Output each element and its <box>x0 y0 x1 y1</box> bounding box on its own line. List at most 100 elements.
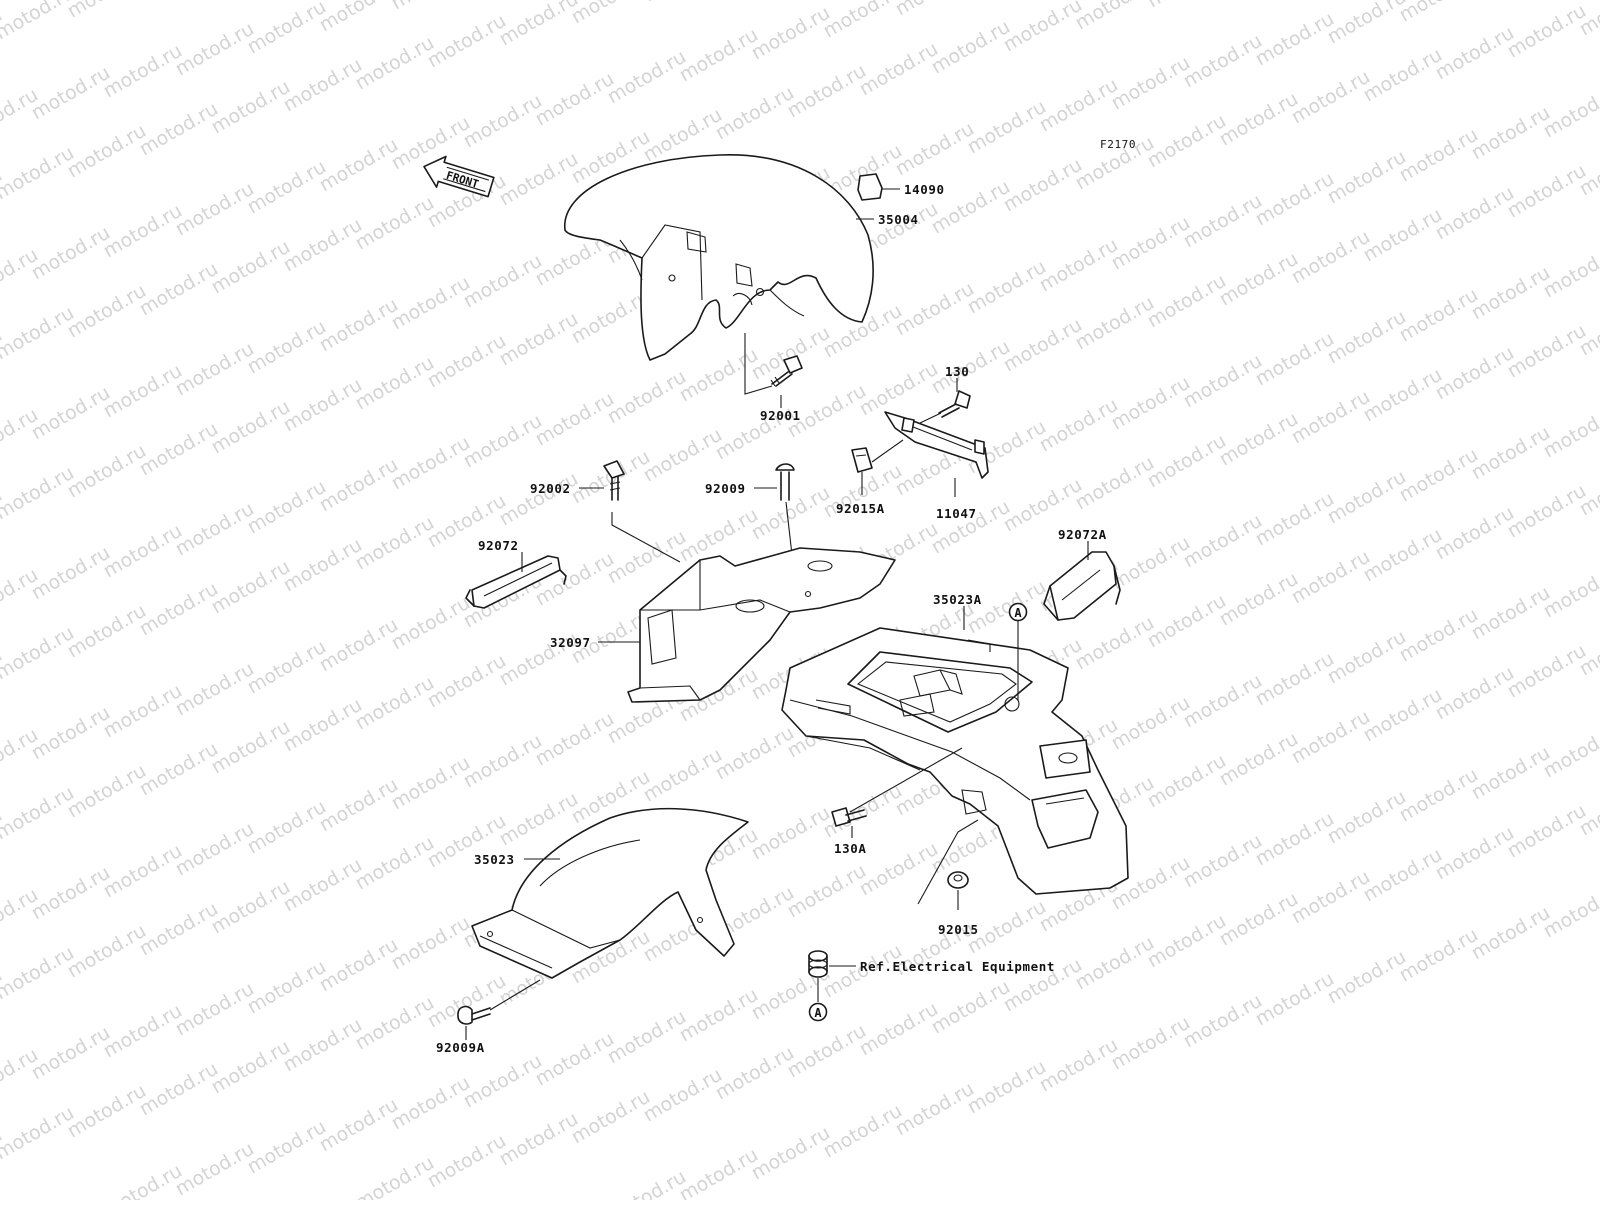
watermark-text: motod.ru <box>280 374 366 437</box>
watermark-text: motod.ru <box>496 308 582 371</box>
watermark-text: motod.ru <box>604 1006 690 1069</box>
watermark-text: motod.ru <box>352 192 438 255</box>
watermark-text: motod.ru <box>1036 234 1122 297</box>
watermark-text: motod.ru <box>316 0 402 36</box>
watermark-text: motod.ru <box>1252 488 1338 551</box>
watermark-text: motod.ru <box>316 774 402 837</box>
watermark-text: motod.ru <box>1144 270 1230 333</box>
part-label-92072A: 92072A <box>1058 527 1107 542</box>
watermark-text: motod.ru <box>928 336 1014 399</box>
part-14090-emblem <box>858 174 882 200</box>
watermark-text: motod.ru <box>1216 568 1302 631</box>
watermark-text: motod.ru <box>1540 80 1600 143</box>
watermark-text: motod.ru <box>316 294 402 357</box>
part-label-11047: 11047 <box>936 506 977 521</box>
watermark-text: motod.ru <box>1072 612 1158 675</box>
watermark-text: motod.ru <box>568 0 654 28</box>
watermark-text: motod.ru <box>1504 800 1590 863</box>
watermark-text: motod.ru <box>964 576 1050 639</box>
watermark-text: motod.ru <box>1180 510 1266 573</box>
watermark-text: motod.ru <box>1180 830 1266 893</box>
watermark-text: motod.ru <box>388 1072 474 1135</box>
watermark-text: motod.ru <box>316 934 402 997</box>
part-92072A-rubber-strap <box>1044 552 1120 620</box>
watermark-text: motod.ru <box>1036 74 1122 137</box>
watermark-text: motod.ru <box>1144 910 1230 973</box>
watermark-text: motod.ru <box>136 98 222 161</box>
leader-130-b <box>920 413 941 423</box>
watermark-text: motod.ru <box>1504 0 1590 62</box>
watermark-text: motod.ru <box>496 468 582 531</box>
watermark-text: motod.ru <box>136 738 222 801</box>
watermark-text: motod.ru <box>424 330 510 393</box>
leader-92015A-b <box>872 440 903 462</box>
watermark-text: motod.ru <box>1252 328 1338 391</box>
watermark-text: motod.ru <box>1324 306 1410 369</box>
watermark-text: motod.ru <box>136 578 222 641</box>
watermark-text: motod.ru <box>244 956 330 1019</box>
watermark-text: motod.ru <box>316 454 402 517</box>
watermark-text: motod.ru <box>1540 720 1600 783</box>
watermark-text: motod.ru <box>640 424 726 487</box>
watermark-text: motod.ru <box>496 1108 582 1171</box>
watermark-text: motod.ru <box>460 1050 546 1113</box>
watermark-text: motod.ru <box>280 1014 366 1077</box>
watermark-text: motod.ru <box>208 716 294 779</box>
watermark-text: motod.ru <box>532 708 618 771</box>
watermark-text: motod.ru <box>1396 604 1482 667</box>
watermark-text: motod.ru <box>100 360 186 423</box>
watermark-text: motod.ru <box>1180 990 1266 1053</box>
watermark-text: motod.ru <box>28 542 114 605</box>
watermark-text: motod.ru <box>388 272 474 335</box>
watermark-text: motod.ru <box>0 142 78 205</box>
watermark-text: motod.ru <box>784 860 870 923</box>
watermark-text: motod.ru <box>1360 684 1446 747</box>
watermark-text: motod.ru <box>1108 372 1194 435</box>
watermark-text: motod.ru <box>820 0 906 42</box>
watermark-text: motod.ru <box>1180 30 1266 93</box>
watermark-text: motod.ru <box>748 802 834 865</box>
watermark-text: motod.ru <box>1324 626 1410 689</box>
watermark-text: motod.ru <box>352 32 438 95</box>
watermark-text: motod.ru <box>1108 212 1194 275</box>
watermark-text: motod.ru <box>1468 582 1554 645</box>
watermark-text: motod.ru <box>460 90 546 153</box>
watermark-text: motod.ru <box>244 0 330 58</box>
watermark-text: motod.ru <box>964 256 1050 319</box>
watermark-text: motod.ru <box>712 1042 798 1105</box>
part-92015-nut <box>948 872 968 888</box>
watermark-text: motod.ru <box>1360 524 1446 587</box>
watermark-text: motod.ru <box>388 752 474 815</box>
watermark-text: motod.ru <box>1180 350 1266 413</box>
watermark-text: motod.ru <box>604 366 690 429</box>
watermark-text: motod.ru <box>1360 364 1446 427</box>
watermark-text: motod.ru <box>964 1056 1050 1119</box>
watermark-text: motod.ru <box>1360 204 1446 267</box>
watermark-text: motod.ru <box>532 68 618 131</box>
watermark-text: motod.ru <box>1108 692 1194 755</box>
watermark-text: motod.ru <box>1396 284 1482 347</box>
watermark-text: motod.ru <box>1072 932 1158 995</box>
watermark-text: motod.ru <box>244 1116 330 1179</box>
watermark-text: motod.ru <box>1360 44 1446 107</box>
watermark-text: motod.ru <box>1072 452 1158 515</box>
watermark-text: motod.ru <box>892 278 978 341</box>
watermark-text: motod.ru <box>316 134 402 197</box>
watermark-text: motod.ru <box>1252 808 1338 871</box>
watermark-text: motod.ru <box>1540 880 1600 943</box>
watermark-text: motod.ru <box>1468 262 1554 325</box>
watermark-text: motod.ru <box>1468 102 1554 165</box>
watermark-text: motod.ru <box>1288 66 1374 129</box>
watermark-text: motod.ru <box>1288 546 1374 609</box>
watermark-text: motod.ru <box>1324 946 1410 1009</box>
watermark-text: motod.ru <box>424 650 510 713</box>
watermark-text: motod.ru <box>136 898 222 961</box>
ref-electrical-note: Ref.Electrical Equipment <box>860 959 1055 974</box>
watermark-text: motod.ru <box>388 592 474 655</box>
watermark-text: motod.ru <box>1468 422 1554 485</box>
watermark-text: motod.ru <box>748 482 834 545</box>
watermark-text: motod.ru <box>172 978 258 1041</box>
part-label-14090: 14090 <box>904 182 945 197</box>
watermark-text: motod.ru <box>64 760 150 823</box>
